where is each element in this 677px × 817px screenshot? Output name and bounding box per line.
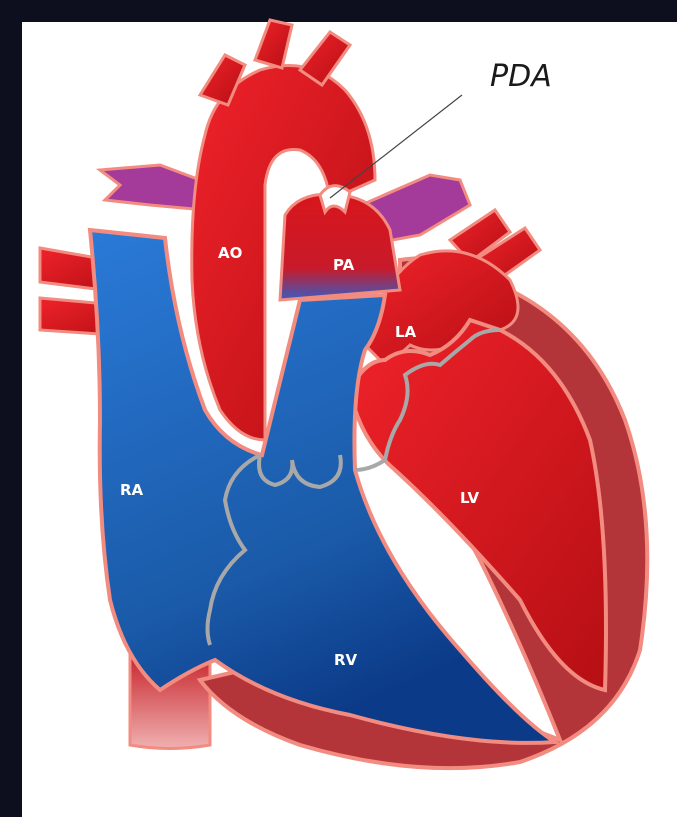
right-pulmonary-artery — [100, 165, 205, 210]
label-lv: LV — [460, 489, 479, 507]
label-pa: PA — [333, 256, 355, 274]
label-rv: RV — [334, 651, 358, 669]
label-ao: AO — [218, 244, 242, 262]
label-ra: RA — [120, 481, 144, 499]
label-la: LA — [395, 323, 417, 341]
label-pda: PDA — [490, 59, 552, 94]
